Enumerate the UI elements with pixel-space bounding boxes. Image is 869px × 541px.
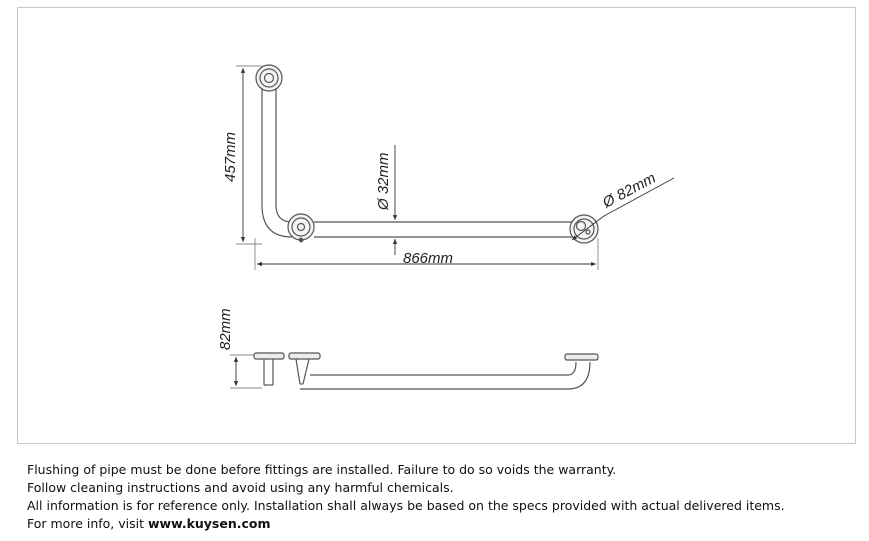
more-info-prefix: For more info, visit bbox=[27, 516, 148, 531]
projection-dimension-label: 82mm bbox=[217, 308, 234, 350]
note-cleaning: Follow cleaning instructions and avoid u… bbox=[27, 480, 454, 495]
length-dimension-label: 866mm bbox=[403, 250, 453, 267]
height-dimension-label: 457mm bbox=[222, 132, 239, 182]
grab-bar-top-view bbox=[255, 64, 599, 244]
top-flange bbox=[255, 64, 283, 92]
website-link[interactable]: www.kuysen.com bbox=[147, 516, 271, 531]
dimension-lines bbox=[230, 65, 675, 389]
grab-bar-side-view bbox=[253, 352, 599, 390]
drawing-frame bbox=[17, 7, 856, 444]
tube-diameter-label: Ø 32mm bbox=[375, 152, 392, 211]
note-more-info: For more info, visit www.kuysen.com bbox=[27, 515, 847, 533]
note-flushing: Flushing of pipe must be done before fit… bbox=[27, 462, 617, 477]
disclaimer-notes: Flushing of pipe must be done before fit… bbox=[27, 461, 847, 533]
note-reference: All information is for reference only. I… bbox=[27, 498, 785, 513]
corner-flange bbox=[287, 213, 315, 243]
